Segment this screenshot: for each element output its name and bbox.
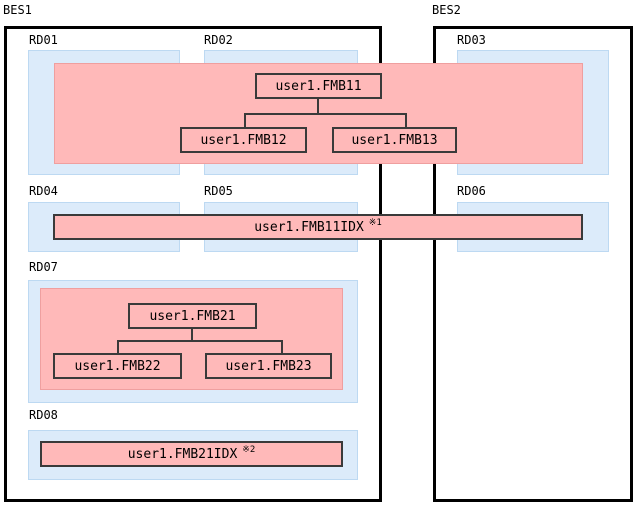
rd04-label: RD04: [29, 184, 58, 198]
tree2-crossbar-line: [117, 340, 283, 342]
tree1-right-drop-line: [405, 113, 407, 128]
tree1-stem-line: [317, 98, 319, 114]
tree1-crossbar-line: [244, 113, 407, 115]
rd06-label: RD06: [457, 184, 486, 198]
table-fmb22: user1.FMB22: [53, 353, 182, 379]
rd01-label: RD01: [29, 33, 58, 47]
rd07-label: RD07: [29, 260, 58, 274]
table-fmb23-label: user1.FMB23: [225, 358, 312, 374]
rd08-label: RD08: [29, 408, 58, 422]
table-fmb12: user1.FMB12: [180, 127, 307, 153]
index-fmb21idx: user1.FMB21IDX ※2: [40, 441, 343, 467]
bes2-label: BES2: [432, 3, 461, 17]
tree1-left-drop-line: [244, 113, 246, 128]
rd05-label: RD05: [204, 184, 233, 198]
table-fmb21-label: user1.FMB21: [149, 308, 236, 324]
index-fmb11idx: user1.FMB11IDX ※1: [53, 214, 583, 240]
table-fmb21: user1.FMB21: [128, 303, 257, 329]
index-fmb21idx-note: ※2: [242, 444, 256, 455]
rd03-label: RD03: [457, 33, 486, 47]
table-fmb22-label: user1.FMB22: [74, 358, 161, 374]
bes2-frame: [433, 26, 633, 502]
bes1-label: BES1: [3, 3, 32, 17]
table-fmb23: user1.FMB23: [205, 353, 332, 379]
index-fmb11idx-label: user1.FMB11IDX: [254, 219, 364, 235]
rd02-label: RD02: [204, 33, 233, 47]
table-fmb11-label: user1.FMB11: [275, 78, 362, 94]
table-fmb13: user1.FMB13: [332, 127, 457, 153]
tree2-stem-line: [191, 327, 193, 341]
index-fmb21idx-label: user1.FMB21IDX: [127, 446, 238, 462]
table-fmb12-label: user1.FMB12: [200, 132, 287, 148]
tree2-left-drop-line: [117, 340, 119, 354]
index-fmb11idx-note: ※1: [368, 217, 382, 228]
table-fmb11: user1.FMB11: [255, 73, 382, 99]
table-fmb13-label: user1.FMB13: [351, 132, 438, 148]
bes1-frame: [4, 26, 382, 502]
tree2-right-drop-line: [281, 340, 283, 354]
